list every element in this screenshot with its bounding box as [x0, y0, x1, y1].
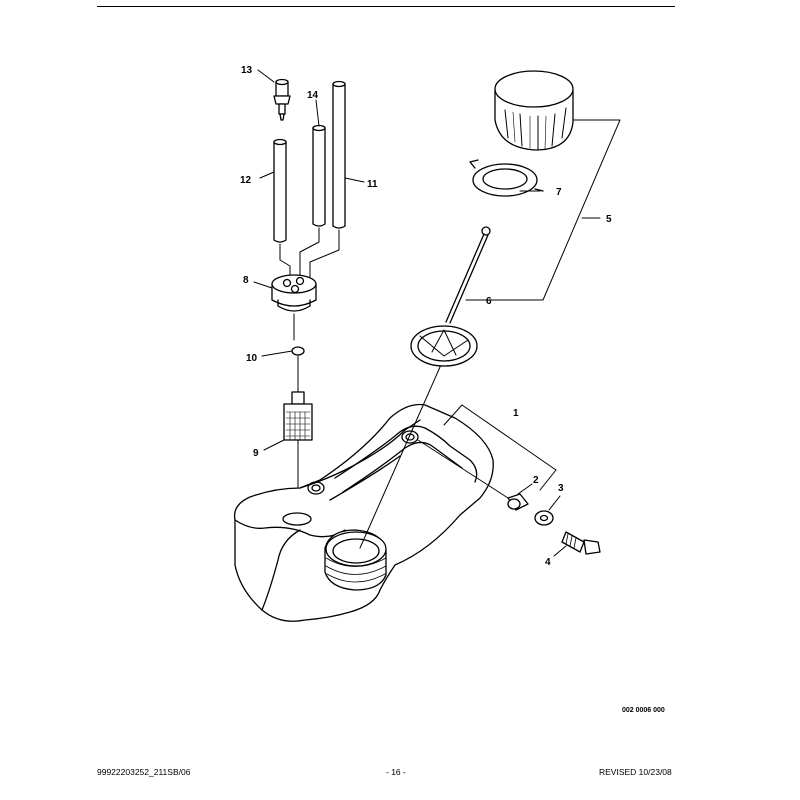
part-10-clip: [291, 346, 305, 393]
callout-14: 14: [307, 90, 319, 101]
part-12-tube: [273, 138, 287, 243]
part-9-fuel-filter: [283, 391, 313, 513]
callout-8: 8: [243, 275, 249, 286]
part-3-washer: [534, 510, 554, 526]
part-1-fuel-tank: [233, 403, 494, 622]
part-13-fitting: [273, 78, 291, 121]
header-rule: [97, 6, 675, 7]
callout-5: 5: [606, 214, 612, 225]
callout-10: 10: [246, 353, 258, 364]
figure-code: 002 0006 000: [622, 707, 665, 714]
footer-part-number: 99922203252_211SB/06: [97, 767, 191, 777]
callout-3: 3: [558, 483, 564, 494]
part-5-fuel-cap: [494, 70, 574, 151]
part-6-tether: [410, 226, 491, 367]
footer-page-number: - 16 -: [386, 767, 406, 777]
callout-4: 4: [545, 557, 551, 568]
leader-lines: [253, 69, 621, 557]
callout-6: 6: [486, 296, 492, 307]
callout-1: 1: [513, 408, 519, 419]
tube-routing-lines: [279, 227, 340, 283]
part-11-tube: [332, 80, 346, 229]
footer-revision-date: REVISED 10/23/08: [599, 767, 672, 777]
part-2-spacer: [507, 493, 529, 511]
callout-9: 9: [253, 448, 259, 459]
part-14-tube: [312, 124, 326, 227]
callout-2: 2: [533, 475, 539, 486]
part-4-screw: [561, 531, 601, 555]
callout-12: 12: [240, 175, 252, 186]
part-7-retainer-ring: [469, 159, 544, 197]
callout-11: 11: [367, 179, 378, 190]
callout-13: 13: [241, 65, 253, 76]
part-8-grommet: [271, 274, 317, 341]
callout-7: 7: [556, 187, 562, 198]
